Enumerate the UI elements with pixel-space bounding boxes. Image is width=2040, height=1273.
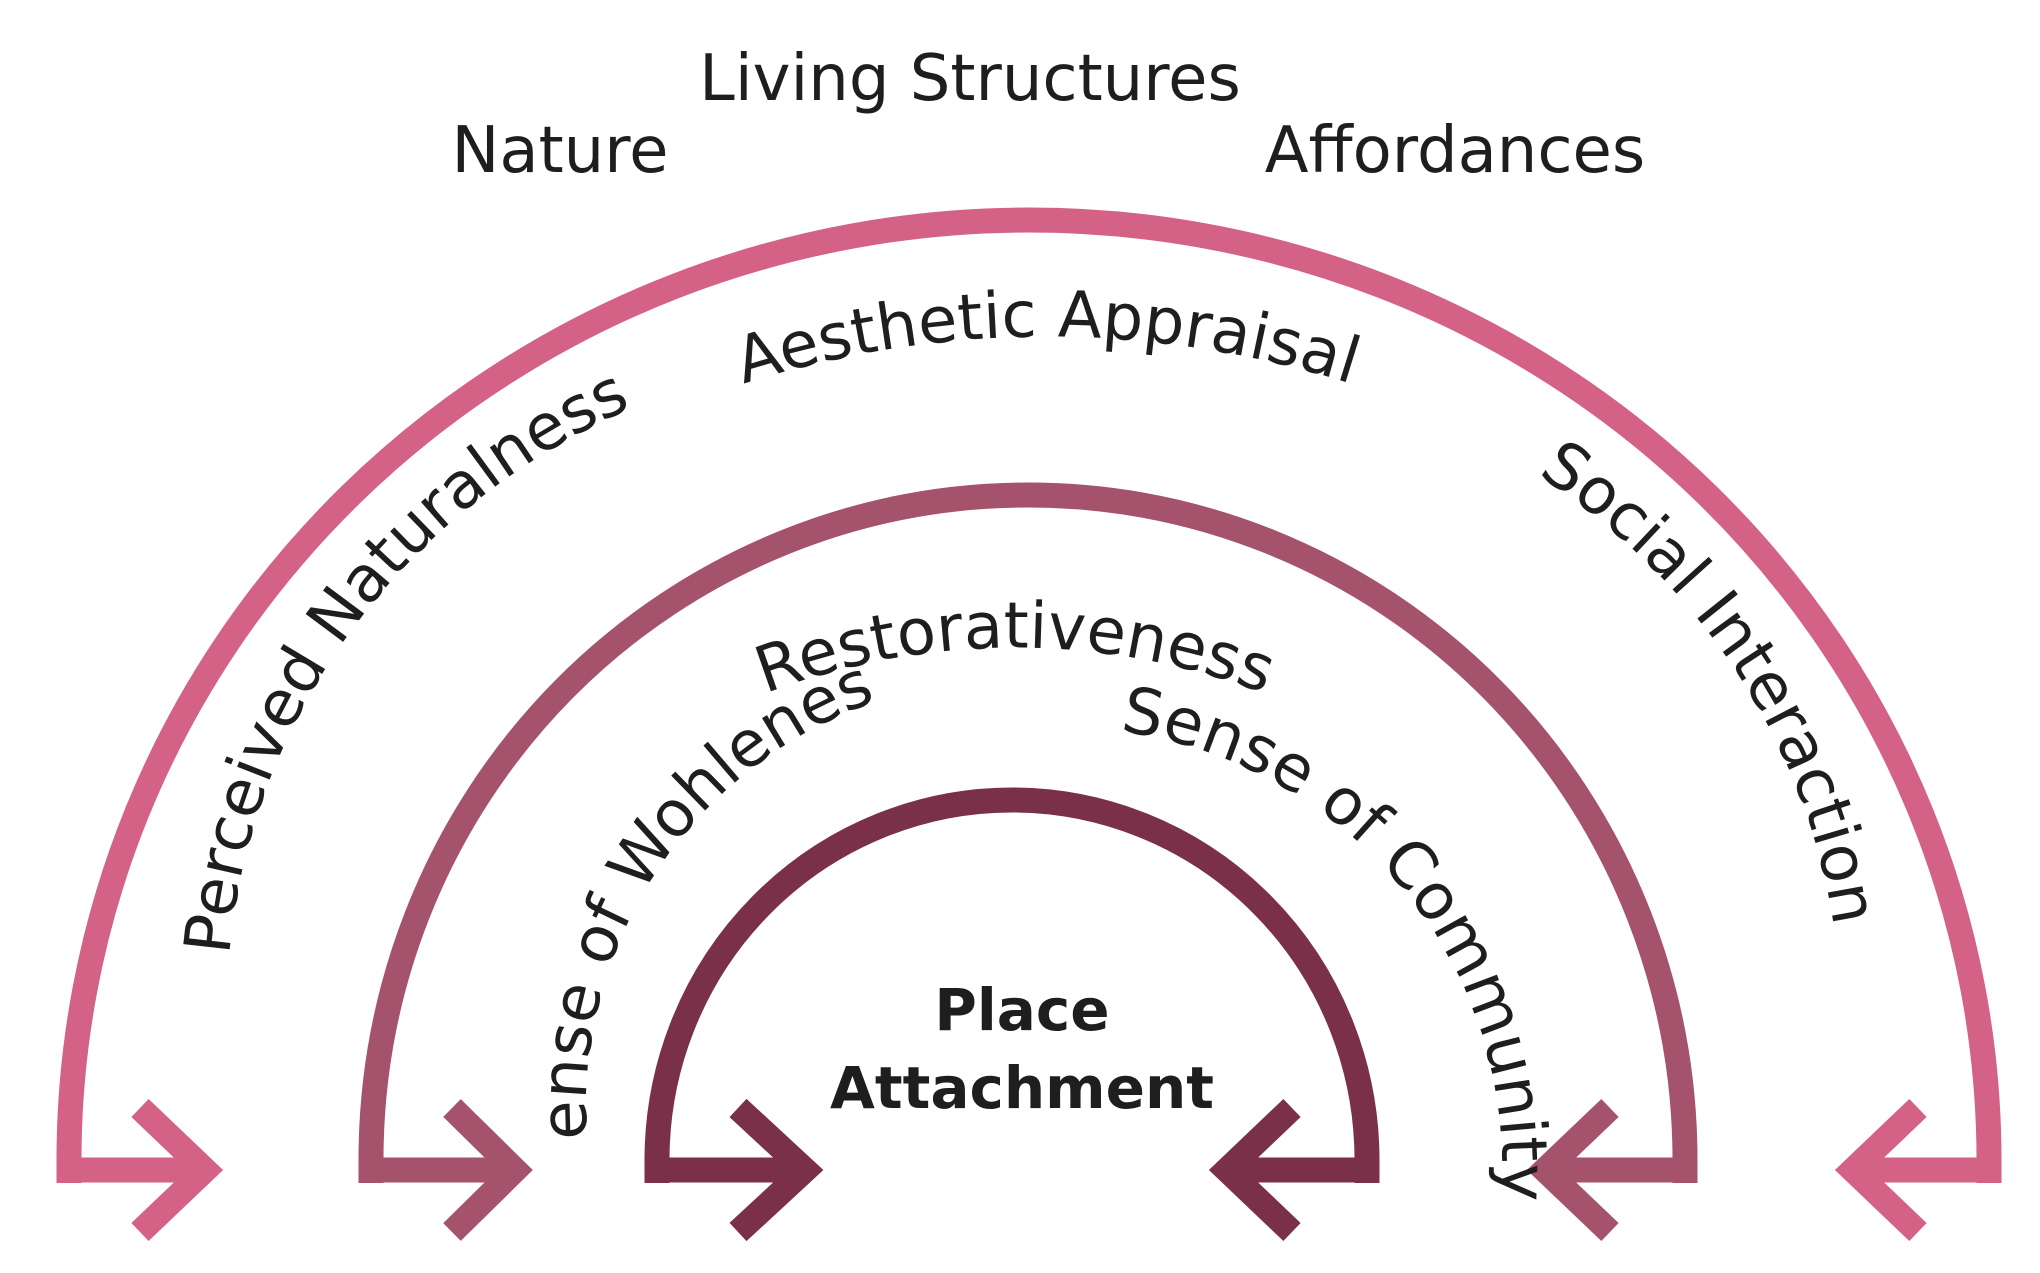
inner-left-arrow <box>657 1098 824 1242</box>
label-affordances: Affordances <box>1265 114 1646 188</box>
center-label-attachment: Attachment <box>830 1054 1214 1122</box>
inner-right-arrow <box>1208 1098 1367 1242</box>
label-nature: Nature <box>451 114 668 188</box>
label-sense-of-community: Sense of Community <box>1117 674 1561 1203</box>
label-aesthetic-appraisal: Aesthetic Appraisal <box>727 278 1368 399</box>
middle-left-arrow <box>371 1099 533 1241</box>
inner-arc <box>644 787 1380 1242</box>
middle-arc <box>358 482 1698 1242</box>
outer-right-arrow <box>1834 1098 1989 1242</box>
label-living-structures: Living Structures <box>699 42 1241 116</box>
middle-right-arrow <box>1526 1098 1685 1242</box>
center-label-place: Place <box>934 976 1109 1044</box>
outer-arc <box>56 207 2002 1242</box>
outer-left-arrow <box>69 1098 224 1242</box>
